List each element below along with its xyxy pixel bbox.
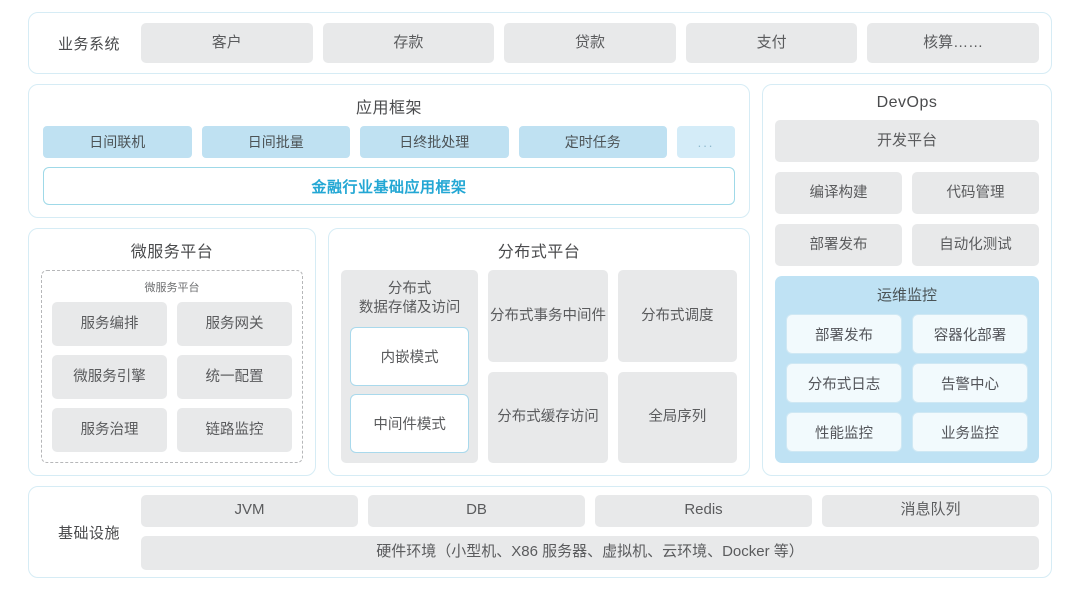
ops-monitoring-title: 运维监控 [876,287,937,304]
platform-band: 应用框架 日间联机 日间批量 日终批处理 定时任务 ... 金融行业基础应用框架… [28,84,1052,476]
business-system-label: 业务系统 [57,35,120,53]
distributed-column-3: 分布式调度 全局序列 [617,270,737,463]
dist-storage-line2: 数据存储及访问 [358,299,461,316]
distributed-platform-title: 分布式平台 [497,244,581,261]
dist-txn-line2: 事务中间件 [533,307,606,324]
business-card-deposit[interactable]: 存款 [322,23,495,63]
dist-card-data-storage[interactable]: 分布式 数据存储及访问 内嵌模式 中间件模式 [341,270,479,463]
ms-card-service-orchestration[interactable]: 服务编排 [52,302,167,346]
microservice-platform-panel: 微服务平台 微服务平台 服务编排 服务网关 微服务引擎 统一配置 服务治理 链路… [28,228,316,476]
dist-card-data-storage-header: 分布式 数据存储及访问 [350,280,469,318]
infra-card-db[interactable]: DB [368,494,585,527]
devops-card-dev-platform[interactable]: 开发平台 [775,120,1039,162]
devops-card-code-management[interactable]: 代码管理 [912,172,1039,214]
app-tag-eod-batch[interactable]: 日终批处理 [360,126,509,158]
ms-card-trace-monitoring[interactable]: 链路监控 [177,408,292,452]
dist-storage-line1: 分布式 [387,281,432,297]
dist-cache-line1: 分布式 [497,409,541,426]
devops-panel: DevOps 开发平台 编译构建 代码管理 部署发布 自动化测试 运维监控 部署… [762,84,1052,476]
infra-card-redis[interactable]: Redis [595,494,812,527]
dist-mode-middleware[interactable]: 中间件模式 [350,393,470,453]
platform-row: 微服务平台 微服务平台 服务编排 服务网关 微服务引擎 统一配置 服务治理 链路… [28,228,750,476]
dist-card-scheduling[interactable]: 分布式调度 [617,270,737,362]
business-card-customer[interactable]: 客户 [141,23,313,63]
ops-monitoring-grid: 部署发布 容器化部署 分布式日志 告警中心 性能监控 业务监控 [786,314,1028,452]
ops-card-distributed-log[interactable]: 分布式日志 [786,363,902,403]
ms-card-service-governance[interactable]: 服务治理 [52,408,167,452]
devops-card-deploy-release[interactable]: 部署发布 [775,224,902,266]
application-framework-panel: 应用框架 日间联机 日间批量 日终批处理 定时任务 ... 金融行业基础应用框架 [28,84,750,218]
ms-card-microservice-engine[interactable]: 微服务引擎 [52,355,167,399]
platform-left-column: 应用框架 日间联机 日间批量 日终批处理 定时任务 ... 金融行业基础应用框架… [28,84,750,476]
ms-card-unified-config[interactable]: 统一配置 [177,355,292,399]
devops-card-compile-build[interactable]: 编译构建 [775,172,902,214]
ops-card-business-monitor[interactable]: 业务监控 [912,412,1028,452]
infrastructure-panel: 基础设施 JVM DB Redis 消息队列 硬件环境（小型机、X86 服务器、… [28,486,1052,578]
ops-card-alert-center[interactable]: 告警中心 [912,363,1028,403]
dist-cache-line2: 缓存访问 [540,409,599,426]
business-card-payment[interactable]: 支付 [685,23,858,63]
microservice-card-grid: 服务编排 服务网关 微服务引擎 统一配置 服务治理 链路监控 [52,302,292,452]
business-card-accounting[interactable]: 核算…… [867,23,1039,63]
distributed-platform-body: 分布式 数据存储及访问 内嵌模式 中间件模式 分布式 事务中间件 [329,270,749,475]
app-tag-more[interactable]: ... [677,126,735,158]
business-system-cards: 客户 存款 贷款 支付 核算…… [141,23,1039,63]
ops-card-container-deploy[interactable]: 容器化部署 [912,314,1028,354]
business-system-panel: 业务系统 客户 存款 贷款 支付 核算…… [28,12,1052,74]
dist-card-global-sequence[interactable]: 全局序列 [617,371,737,463]
infrastructure-cards: JVM DB Redis 消息队列 [141,494,1039,527]
microservice-inner-box: 微服务平台 服务编排 服务网关 微服务引擎 统一配置 服务治理 链路监控 [41,270,303,463]
application-framework-title: 应用框架 [355,100,422,117]
business-card-loan[interactable]: 贷款 [504,23,676,63]
infra-card-jvm[interactable]: JVM [141,494,358,527]
dist-txn-line1: 分布式 [489,307,534,324]
financial-base-framework-banner[interactable]: 金融行业基础应用框架 [43,167,735,205]
distributed-column-2: 分布式 事务中间件 分布式 缓存访问 [488,270,608,463]
infra-card-message-queue[interactable]: 消息队列 [822,494,1039,527]
ms-card-service-gateway[interactable]: 服务网关 [177,302,292,346]
ops-card-performance-monitor[interactable]: 性能监控 [786,412,902,452]
infra-card-hardware-environment[interactable]: 硬件环境（小型机、X86 服务器、虚拟机、云环境、Docker 等） [141,535,1039,570]
dist-mode-embedded[interactable]: 内嵌模式 [350,326,470,386]
dist-card-transaction-middleware[interactable]: 分布式 事务中间件 [488,270,608,362]
application-framework-tags: 日间联机 日间批量 日终批处理 定时任务 ... [43,126,735,158]
devops-card-automated-testing[interactable]: 自动化测试 [912,224,1039,266]
infrastructure-label: 基础设施 [57,524,120,542]
dist-card-cache-access[interactable]: 分布式 缓存访问 [488,371,608,463]
app-tag-scheduled-task[interactable]: 定时任务 [518,126,667,158]
app-tag-daytime-batch[interactable]: 日间批量 [201,126,350,158]
distributed-platform-panel: 分布式平台 分布式 数据存储及访问 内嵌模式 中间件模式 [328,228,750,476]
ops-monitoring-panel: 运维监控 部署发布 容器化部署 分布式日志 告警中心 性能监控 业务监控 [775,276,1039,463]
devops-card-grid: 编译构建 代码管理 部署发布 自动化测试 [775,172,1039,266]
ops-card-deploy-release[interactable]: 部署发布 [786,314,902,354]
microservice-inner-title: 微服务平台 [144,282,200,294]
infrastructure-body: JVM DB Redis 消息队列 硬件环境（小型机、X86 服务器、虚拟机、云… [141,494,1039,570]
devops-column: DevOps 开发平台 编译构建 代码管理 部署发布 自动化测试 运维监控 部署… [762,84,1052,476]
devops-title: DevOps [876,94,938,111]
app-tag-daytime-online[interactable]: 日间联机 [43,126,192,158]
microservice-platform-title: 微服务平台 [130,244,214,261]
